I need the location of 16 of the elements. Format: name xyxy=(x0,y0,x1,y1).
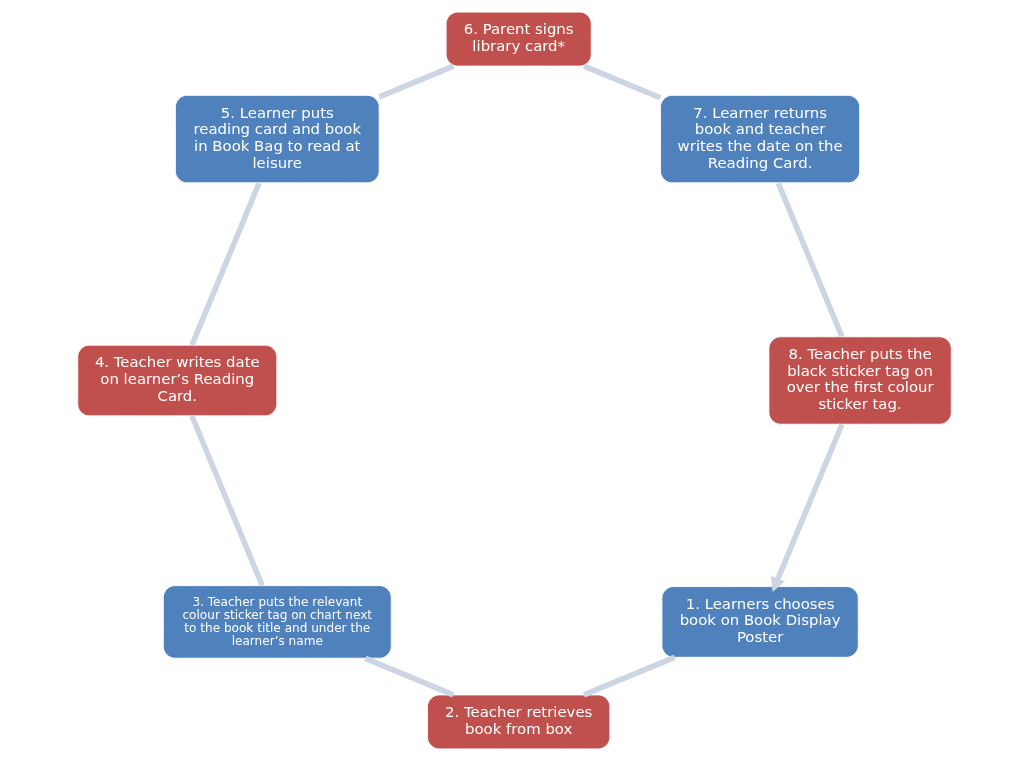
connector xyxy=(775,182,844,338)
connector xyxy=(363,655,454,698)
connector xyxy=(582,654,676,698)
connector xyxy=(188,414,265,587)
node-box: 2. Teacher retrieves book from box xyxy=(426,694,610,750)
node-box: 6. Parent signs library card* xyxy=(445,11,592,67)
arrow xyxy=(770,423,844,592)
node-box: 4. Teacher writes date on learner’s Reading Card. xyxy=(76,344,277,417)
connector xyxy=(188,182,262,347)
node-box: 5. Learner puts reading card and book in Book Bag to read at leisure xyxy=(174,94,380,184)
node-box: 3. Teacher puts the relevant colour sticker tag on chart next to the book title and under the learner’s name xyxy=(162,585,392,659)
node-box: 7. Learner returns book and teacher writes the date on the Reading Card. xyxy=(659,94,860,184)
connector xyxy=(377,63,454,100)
connector xyxy=(582,63,661,101)
node-box: 1. Learners chooses book on Book Display Poster xyxy=(660,586,859,658)
node-box: 8. Teacher puts the black sticker tag on over the first colour sticker tag. xyxy=(767,336,952,425)
